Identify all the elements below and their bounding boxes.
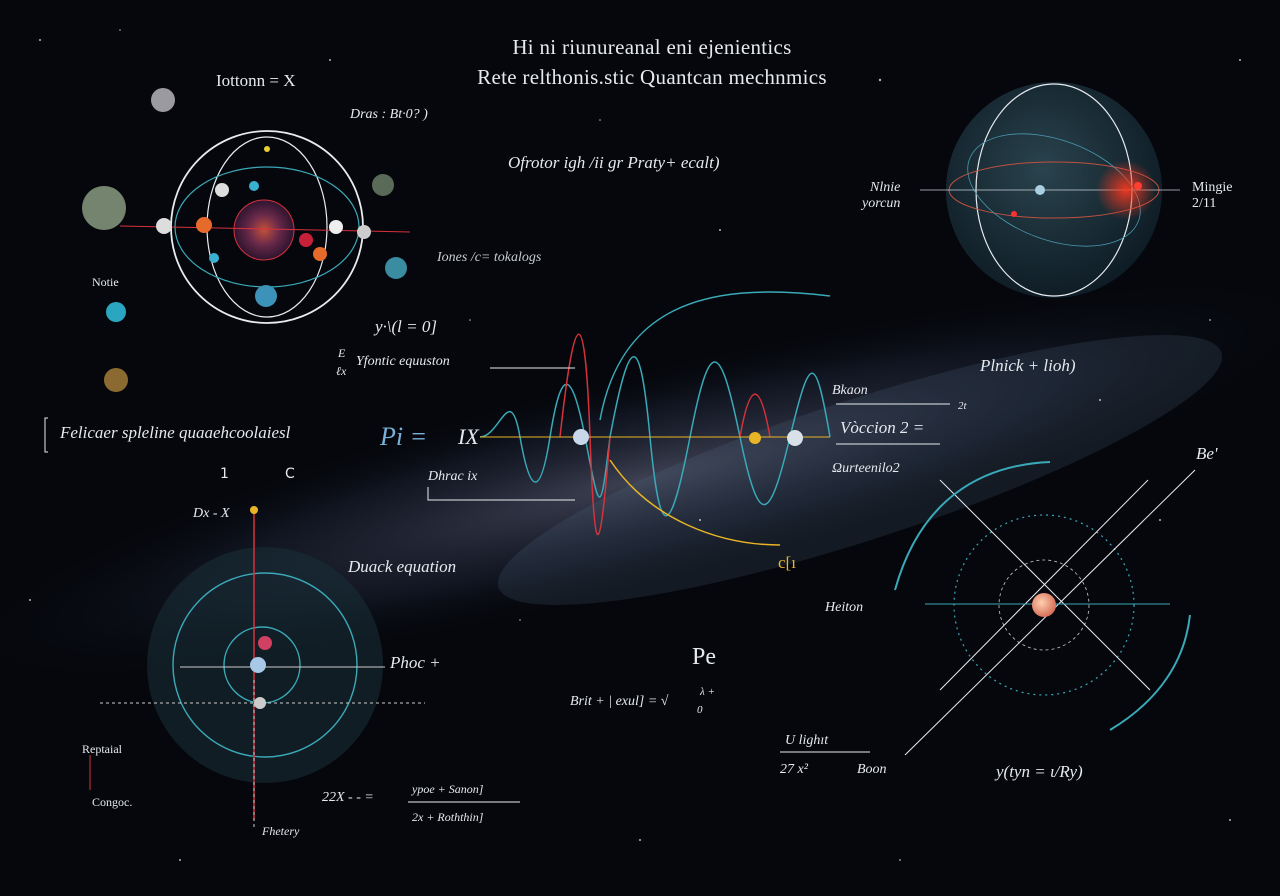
label-psi-equation: y·\(l = 0] <box>375 317 437 336</box>
label-dx: Dx - X <box>193 506 230 521</box>
label-be: Be' <box>1196 444 1218 463</box>
label-notie: Notie <box>92 275 119 289</box>
label-yfontic-equation: Yfontic equuston <box>356 354 450 369</box>
label-yorcun: yorcun <box>862 196 901 211</box>
label-frac-lx: ℓx <box>336 364 347 378</box>
label-one: 1 <box>220 466 229 482</box>
title-line-2: Rete relthonis.stic Quantcan mechnmics <box>477 65 827 89</box>
label-dhrac: Dhrac ix <box>428 469 478 484</box>
label-pe: Pe <box>692 644 716 670</box>
label-brit-bottom: 0 <box>697 704 703 716</box>
label-reptaial: Reptaial <box>82 742 122 756</box>
label-congoc: Congoc. <box>92 795 133 809</box>
label-brit-equation: Brit + | exul] = √ <box>570 694 669 709</box>
label-ypoe: ypoe + Sanon] <box>412 782 484 796</box>
label-heiton: Heiton <box>825 600 864 615</box>
label-boon: Boon <box>857 762 887 777</box>
label-c-yellow: c[ı <box>778 553 796 572</box>
label-duack-equation: Duack equation <box>348 557 457 576</box>
label-phoc: Phoc + <box>390 653 441 672</box>
label-quarteenilo: Ωurteenilo2 <box>832 461 900 476</box>
label-boon-row: 27 x² <box>780 762 808 777</box>
orbit-diagram-bottom-left <box>89 506 425 830</box>
label-ix: IX <box>458 424 479 449</box>
label-dras: Dras : Bt·0? ) <box>350 107 428 122</box>
label-brit-top: λ + <box>700 686 715 698</box>
label-iones: Iones /c= tokalogs <box>437 250 542 265</box>
label-frac-e: E <box>338 346 346 360</box>
title-line-1: Hi ni riunureanal eni ejenientics <box>512 35 792 59</box>
wave-packet <box>479 291 831 546</box>
label-fhetery: Fhetery <box>262 824 300 838</box>
label-roththin: 2x + Roththin] <box>412 810 484 824</box>
target-diagram <box>780 461 1196 756</box>
label-bkaon: Bkaon <box>832 383 868 398</box>
label-pi-equation: Pi = <box>380 422 428 451</box>
stars <box>29 29 1241 861</box>
label-ofrotor: Ofrotor igh /ii gr Praty+ ecalt) <box>508 153 720 172</box>
label-mingie: Mingie <box>1192 180 1233 195</box>
label-nlnie: Nlnie <box>870 180 901 195</box>
label-c: C <box>285 466 295 482</box>
label-ytyn-equation: y(tyn = ι/Ry) <box>996 762 1083 781</box>
label-22x-equation: 22X - - = <box>322 790 374 805</box>
label-felicaer: Felicaer spleline quaaehcoolaiesl <box>60 423 291 442</box>
label-plnick: Plnick + lioh) <box>980 356 1076 375</box>
atom-diagram <box>82 88 411 392</box>
label-mingie-number: 2/11 <box>1192 196 1217 211</box>
label-lighit: U lighıt <box>785 733 829 748</box>
label-iottonn: Iottonn = X <box>216 71 296 90</box>
label-voccion: Vòccion 2 = <box>840 418 925 437</box>
bloch-sphere <box>920 82 1180 298</box>
label-two-t: 2t <box>958 400 967 412</box>
